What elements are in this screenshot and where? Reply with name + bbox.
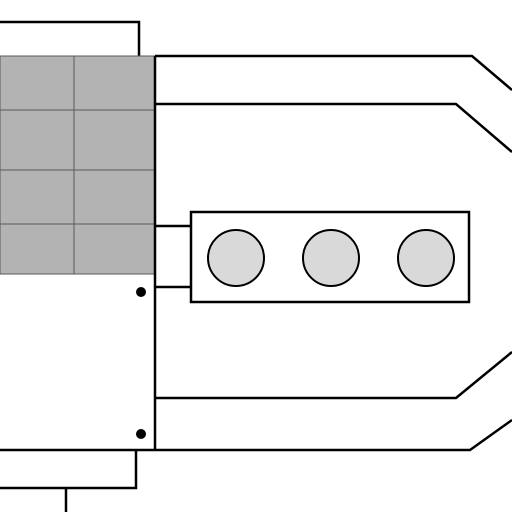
circle-port bbox=[302, 229, 360, 287]
component-box bbox=[189, 210, 471, 304]
grid-cell bbox=[0, 169, 75, 225]
grid-cell bbox=[0, 109, 75, 171]
lower-outer-boundary bbox=[0, 418, 512, 452]
grid-cell bbox=[0, 55, 75, 111]
junction-dot bbox=[136, 287, 146, 297]
grid-cell bbox=[73, 223, 156, 275]
circle-port bbox=[397, 229, 455, 287]
grid-cell bbox=[73, 55, 156, 111]
top-connector bbox=[0, 20, 141, 56]
lower-inner-boundary bbox=[155, 351, 512, 400]
upper-inner-boundary bbox=[155, 102, 512, 153]
grid-cell bbox=[73, 109, 156, 171]
circle-port bbox=[207, 229, 265, 287]
bottom-connector bbox=[0, 450, 138, 490]
junction-dot bbox=[136, 429, 146, 439]
upper-outer-boundary bbox=[155, 54, 512, 91]
grid-cell bbox=[0, 223, 75, 275]
grid-cell bbox=[73, 169, 156, 225]
grid-panel bbox=[0, 55, 156, 275]
